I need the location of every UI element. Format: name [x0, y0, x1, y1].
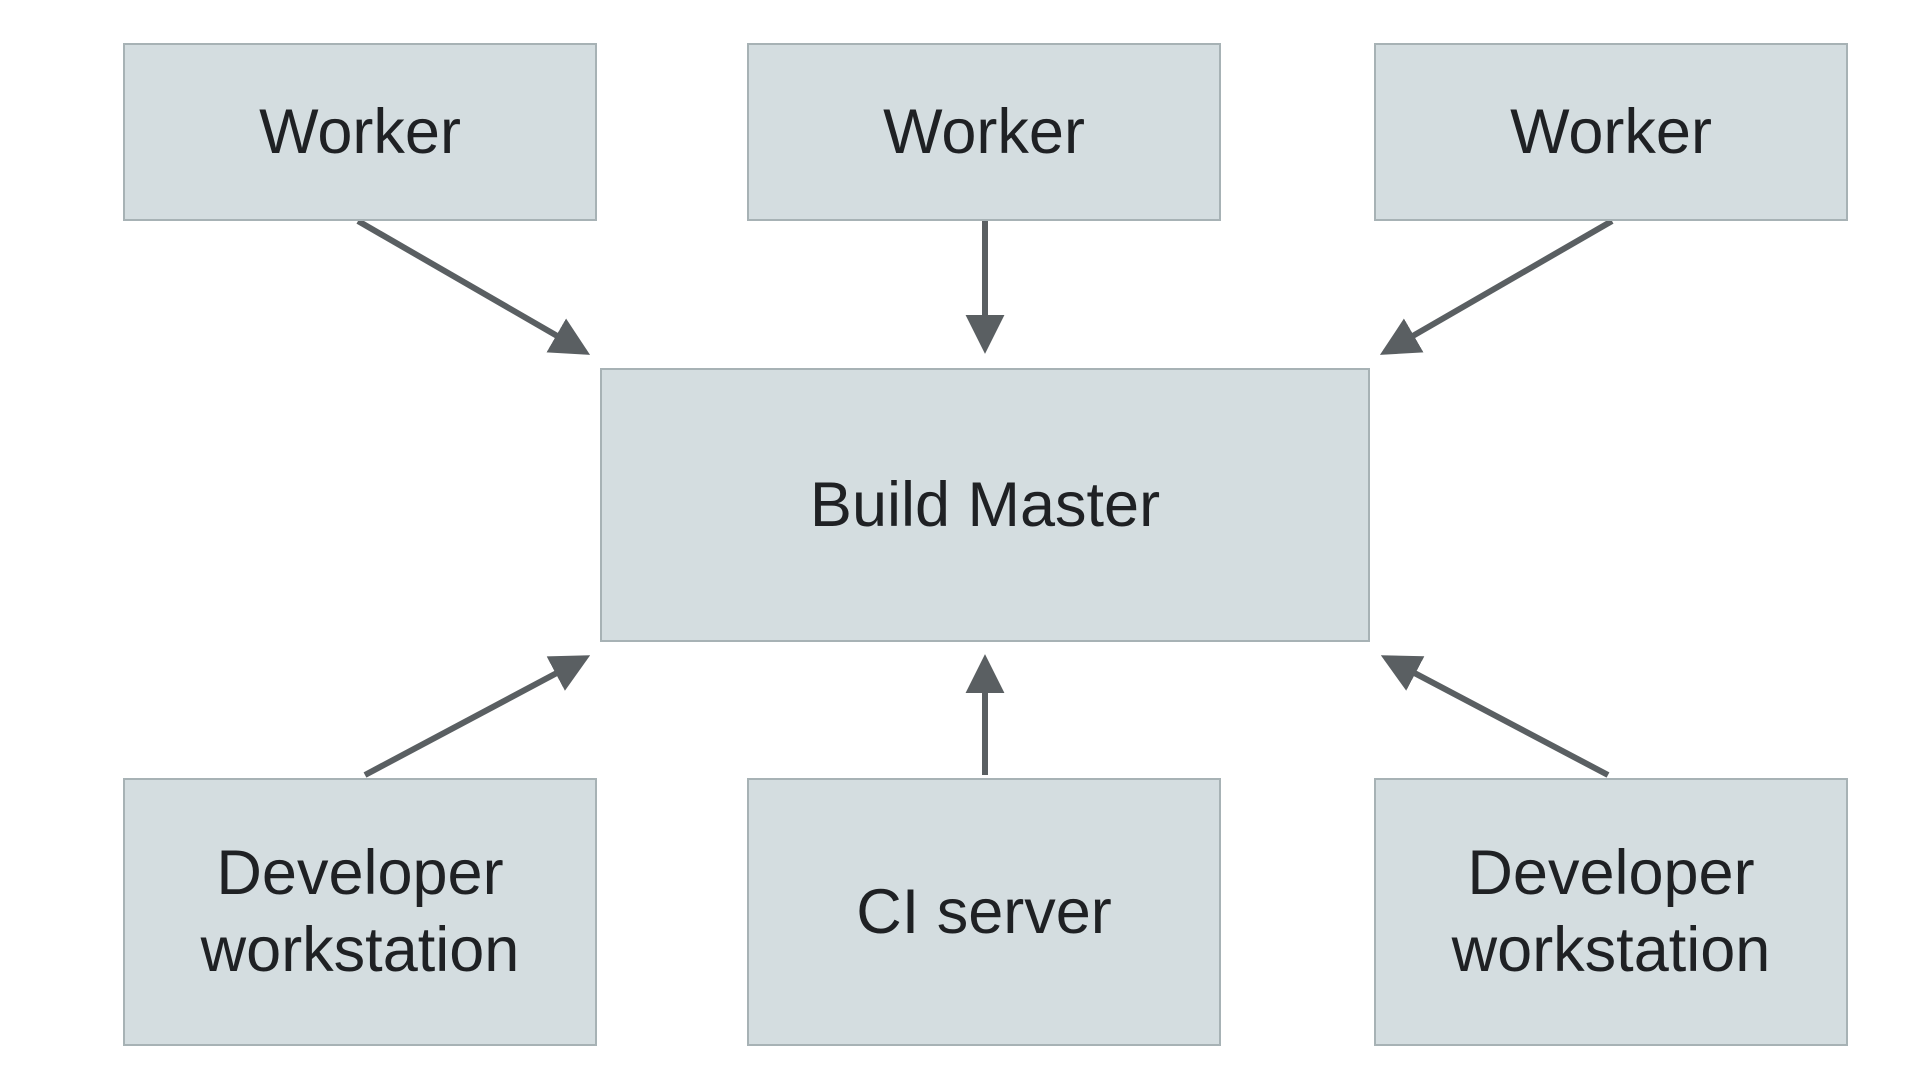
arrow-worker1-to-build-master	[356, 218, 591, 355]
node-developer-workstation-right: Developer workstation	[1374, 778, 1848, 1046]
node-developer-workstation-right-label: Developer workstation	[1451, 838, 1771, 985]
node-developer-workstation-left-label: Developer workstation	[200, 838, 520, 985]
node-developer-workstation-left: Developer workstation	[123, 778, 597, 1046]
node-worker-3: Worker	[1374, 43, 1848, 221]
node-ci-server-label: CI server	[856, 876, 1112, 947]
arrow-dev-left-to-build-master	[363, 655, 591, 778]
node-worker-3-label: Worker	[1510, 96, 1712, 167]
node-build-master: Build Master	[600, 368, 1370, 642]
arrow-worker3-to-build-master	[1379, 218, 1614, 355]
node-worker-2-label: Worker	[883, 96, 1085, 167]
node-worker-1-label: Worker	[259, 96, 461, 167]
node-worker-2: Worker	[747, 43, 1221, 221]
node-ci-server: CI server	[747, 778, 1221, 1046]
node-worker-1: Worker	[123, 43, 597, 221]
arrow-dev-right-to-build-master	[1380, 655, 1610, 778]
node-build-master-label: Build Master	[809, 469, 1161, 540]
